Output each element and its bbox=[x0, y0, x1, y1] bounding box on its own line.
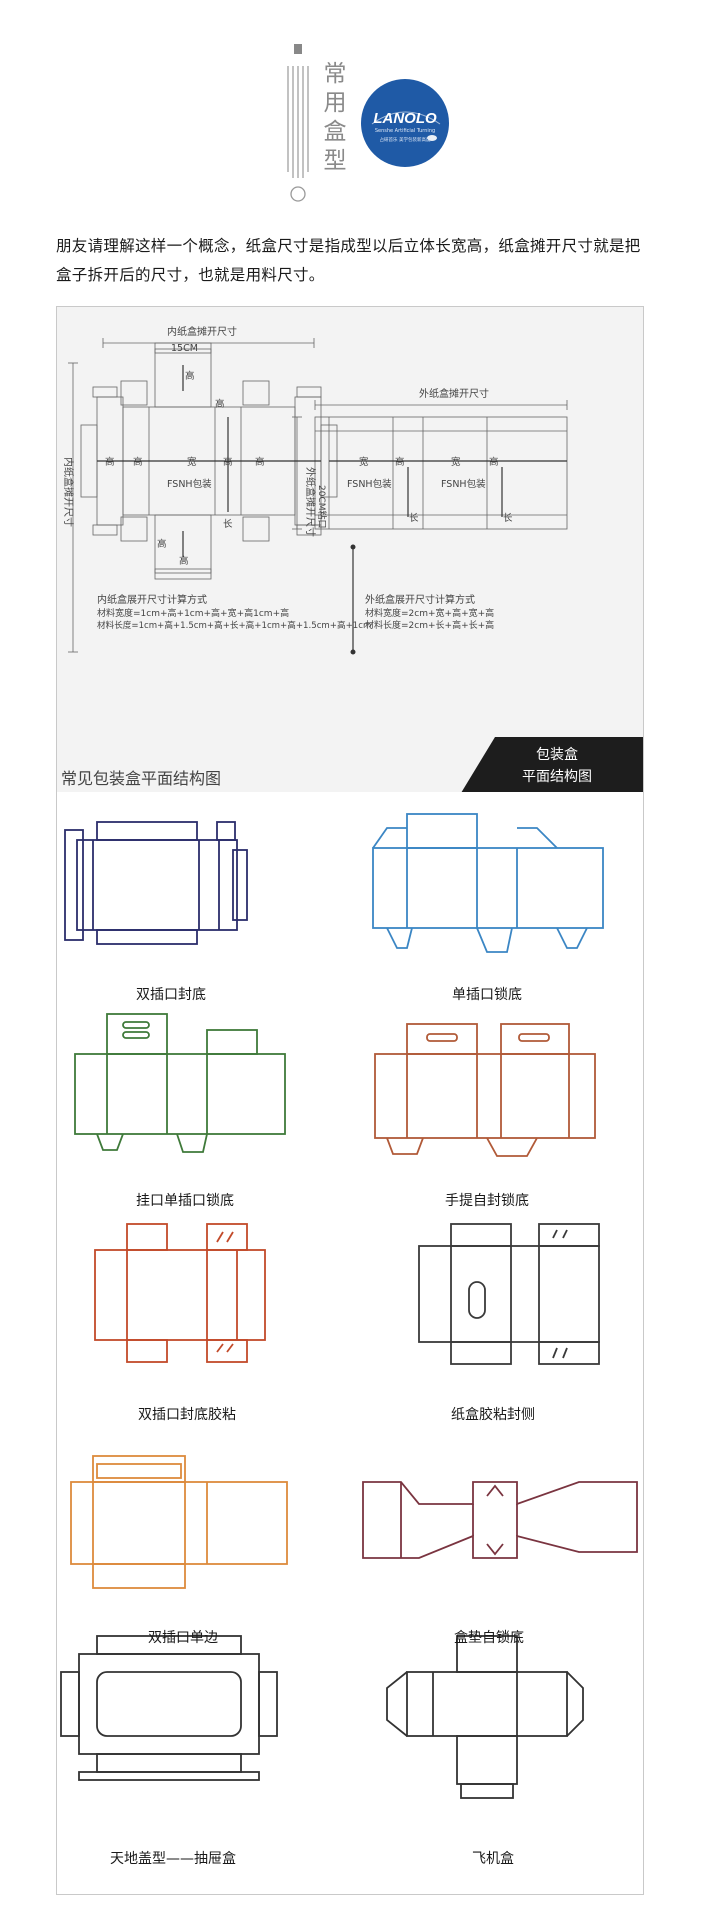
dim-high-label: 高 bbox=[395, 456, 405, 468]
caption-box-1: 双插口封底 bbox=[136, 987, 206, 1003]
gallery-drawings bbox=[60, 813, 638, 1799]
dim-wide-label: 宽 bbox=[187, 456, 197, 468]
intro-paragraph: 朋友请理解这样一个概念，纸盒尺寸是指成型以后立体长宽高，纸盒摊开尺寸就是把盒子拆… bbox=[56, 237, 641, 284]
logo-circle bbox=[361, 79, 449, 167]
caption-box-2: 单插口锁底 bbox=[452, 987, 522, 1003]
dieline-diagram: 15CM 高 高 高 高 宽 高 高 长 高 高 FSNH包装 宽 高 宽 高 … bbox=[61, 325, 643, 793]
box-dieline-5 bbox=[94, 1223, 266, 1363]
box-dieline-6 bbox=[418, 1223, 600, 1365]
dim-long-label: 长 bbox=[409, 512, 419, 524]
badge-line2: 平面结构图 bbox=[522, 769, 592, 785]
logo-brand: LANOLO bbox=[373, 110, 437, 127]
dim-high-label: 高 bbox=[489, 456, 499, 468]
vertical-title: 常 用 盒 型 bbox=[323, 61, 347, 174]
fsnh-label: FSNH包装 bbox=[167, 478, 212, 490]
caption-box-5: 双插口封底胶粘 bbox=[138, 1407, 236, 1423]
box-dieline-10 bbox=[386, 1635, 584, 1799]
small-dim-label: 15CM bbox=[171, 343, 198, 354]
caption-box-9: 天地盖型——抽屉盒 bbox=[110, 1851, 236, 1867]
dim-high-label: 高 bbox=[105, 456, 115, 468]
box-dieline-1 bbox=[64, 821, 248, 945]
caption-box-10: 飞机盒 bbox=[472, 1851, 514, 1867]
fsnh-label: FSNH包装 bbox=[441, 478, 486, 490]
outer-top-label: 外纸盒摊开尺寸 bbox=[419, 387, 489, 400]
outer-formula-length: 材料长度=2cm+长+高+长+高 bbox=[365, 619, 494, 631]
dim-long-label: 长 bbox=[503, 512, 513, 524]
caption-box-8: 盒垫自锁底 bbox=[454, 1630, 524, 1646]
decorative-circle bbox=[290, 186, 306, 202]
dim-high-label: 高 bbox=[185, 370, 195, 382]
logo-tagline-cn: 占研首乐 美学包装新高度 bbox=[379, 138, 431, 143]
inner-top-label: 内纸盒摊开尺寸 bbox=[167, 325, 237, 338]
dim-wide-label: 宽 bbox=[359, 456, 369, 468]
header: 常 用 盒 型 LANOLO Senshe Artificial Turning… bbox=[0, 0, 701, 225]
fsnh-label: FSNH包装 bbox=[347, 478, 392, 490]
dim-high-label: 高 bbox=[215, 398, 225, 410]
box-dieline-9 bbox=[60, 1635, 278, 1781]
inner-formula-width: 材料宽度=1cm+高+1cm+高+宽+高1cm+高 bbox=[97, 607, 289, 619]
header-decoration bbox=[287, 44, 449, 202]
glue-label: 20CM粘口 bbox=[316, 485, 328, 529]
dieline-diagram-panel: 15CM 高 高 高 高 宽 高 高 长 高 高 FSNH包装 宽 高 宽 高 … bbox=[56, 306, 644, 794]
dim-high-label: 高 bbox=[255, 456, 265, 468]
dim-high-label: 高 bbox=[223, 456, 233, 468]
caption-box-7: 双插口单边 bbox=[148, 1630, 218, 1646]
dim-high-label: 高 bbox=[157, 538, 167, 550]
dim-long-label: 长 bbox=[223, 518, 233, 530]
box-dieline-8 bbox=[362, 1481, 638, 1559]
caption-box-4: 手提自封锁底 bbox=[445, 1193, 529, 1209]
badge-line1: 包装盒 bbox=[536, 746, 578, 763]
section-title: 常见包装盒平面结构图 bbox=[61, 769, 221, 788]
inner-formula-title: 内纸盒展开尺寸计算方式 bbox=[97, 593, 207, 606]
box-dieline-4 bbox=[374, 1023, 596, 1157]
outer-side-label: 外纸盒摊开尺寸 bbox=[304, 467, 317, 537]
logo-tagline-en: Senshe Artificial Turning bbox=[374, 128, 436, 134]
box-gallery: 双插口封底 单插口锁底 挂口单插口锁底 手提自封锁底 双插口封底胶粘 纸盒胶粘封… bbox=[56, 792, 644, 1895]
dim-wide-label: 宽 bbox=[451, 456, 461, 468]
outer-formula-title: 外纸盒展开尺寸计算方式 bbox=[365, 593, 475, 606]
badge-background bbox=[461, 737, 643, 793]
inner-side-label: 内纸盒摊开尺寸 bbox=[62, 457, 75, 527]
box-dieline-7 bbox=[70, 1455, 288, 1589]
outer-formula-width: 材料宽度=2cm+宽+高+宽+高 bbox=[365, 607, 494, 619]
decorative-block bbox=[294, 44, 302, 54]
dim-high-label: 高 bbox=[179, 555, 189, 567]
box-dieline-3 bbox=[74, 1013, 286, 1153]
decorative-lines bbox=[287, 66, 309, 178]
caption-box-6: 纸盒胶粘封侧 bbox=[451, 1407, 535, 1423]
dim-high-label: 高 bbox=[133, 456, 143, 468]
box-dieline-2 bbox=[372, 813, 604, 953]
caption-box-3: 挂口单插口锁底 bbox=[136, 1193, 234, 1209]
inner-formula-length: 材料长度=1cm+高+1.5cm+高+长+高+1cm+高+1.5cm+高+1cm bbox=[97, 619, 371, 631]
